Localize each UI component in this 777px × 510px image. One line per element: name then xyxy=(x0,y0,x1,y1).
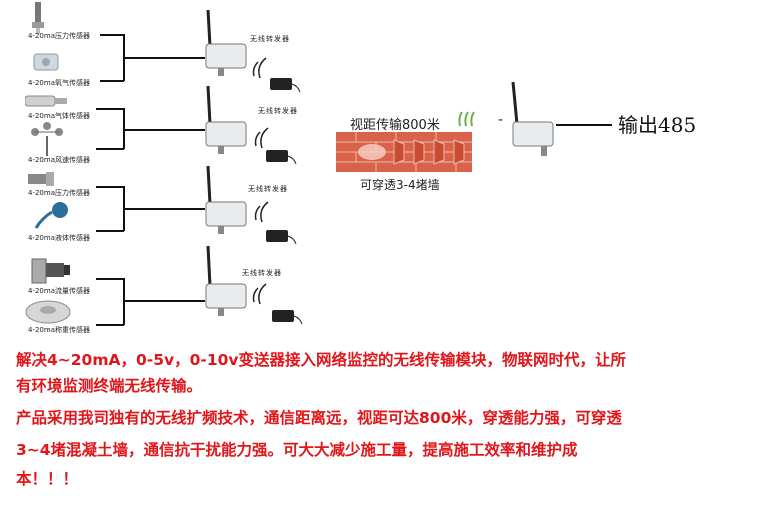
wireless-transmitter-icon xyxy=(205,165,247,234)
description-line-5: 本！！！ xyxy=(16,470,79,488)
signal-waves-icon xyxy=(458,111,475,127)
sensor-label-1: 4-20ma压力传感器 xyxy=(28,32,90,40)
oxygen-sensor-icon xyxy=(33,53,59,71)
sensor-label-4: 4-20ma风速传感器 xyxy=(28,156,90,164)
gas-sensor-icon xyxy=(25,95,67,107)
transmitter-label-2: 无线转发器 xyxy=(258,107,298,115)
liquid-sensor-icon xyxy=(34,202,68,229)
description-line-3: 产品采用我司独有的无线扩频技术，通信距离远，视距可达800米，穿透能力强，可穿透 xyxy=(16,409,622,427)
load-cell-icon xyxy=(25,300,71,324)
sensor-label-2: 4-20ma氧气传感器 xyxy=(28,79,90,87)
power-adapter-icon xyxy=(266,230,297,245)
wireless-transmitter-icon xyxy=(205,9,247,76)
flow-sensor-icon xyxy=(31,258,70,284)
link-dash: - xyxy=(498,112,504,128)
sensor-label-8: 4-20ma称重传感器 xyxy=(28,326,90,334)
signal-waves-icon xyxy=(254,201,269,223)
signal-waves-icon xyxy=(252,283,267,305)
pressure-sensor-icon xyxy=(32,2,44,34)
description-line-2: 有环境监测终端无线传输。 xyxy=(16,377,203,395)
wall-label: 可穿透3-4堵墙 xyxy=(360,178,440,192)
sensor-label-3: 4-20ma气体传感器 xyxy=(28,112,90,120)
output-label: 输出485 xyxy=(618,113,697,137)
wireless-transmitter-icon xyxy=(205,245,247,316)
wind-speed-sensor-icon xyxy=(31,122,63,156)
range-label: 视距传输800米 xyxy=(350,118,440,133)
signal-waves-icon xyxy=(252,57,267,79)
power-adapter-icon xyxy=(266,150,297,165)
transmitter-label-3: 无线转发器 xyxy=(248,185,288,193)
wireless-receiver-icon xyxy=(511,81,554,156)
transmitter-label-1: 无线转发器 xyxy=(250,35,290,43)
power-adapter-icon xyxy=(270,78,301,93)
brick-walls-icon xyxy=(336,132,472,172)
sensor-label-7: 4-20ma流量传感器 xyxy=(28,287,90,295)
signal-waves-icon xyxy=(254,127,269,149)
sensor-label-5: 4-20ma压力传感器 xyxy=(28,189,90,197)
wireless-transmitter-icon xyxy=(205,85,247,154)
sensor-label-6: 4-20ma液体传感器 xyxy=(28,234,90,242)
description-line-4: 3~4堵混凝土墙，通信抗干扰能力强。可大大减少施工量，提高施工效率和维护成 xyxy=(16,441,578,459)
transmitter-label-4: 无线转发器 xyxy=(242,269,282,277)
description-line-1: 解决4~20mA，0-5v，0-10v变送器接入网络监控的无线传输模块，物联网时… xyxy=(16,351,626,369)
power-adapter-icon xyxy=(272,310,303,325)
pressure-sensor-icon xyxy=(28,172,54,186)
